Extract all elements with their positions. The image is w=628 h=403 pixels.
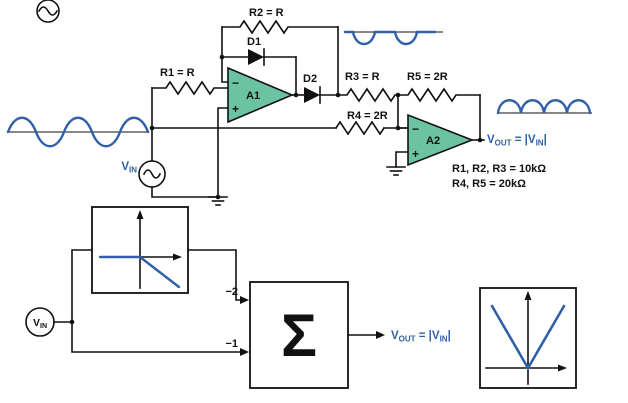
absolute-value-transfer-graph xyxy=(479,287,577,389)
notes-line1: R1, R2, R3 = 10kΩ xyxy=(452,163,546,175)
ac-source-top-icon xyxy=(36,0,60,23)
vin-block-source: VIN xyxy=(25,307,55,337)
opamp-a2: − + A2 xyxy=(407,113,475,167)
summing-block: Σ xyxy=(249,281,349,389)
sigma-symbol: Σ xyxy=(281,302,317,369)
a2-plus-sign: + xyxy=(412,147,419,161)
resistor-r1: R1 = R xyxy=(151,67,229,96)
schematic-wires xyxy=(151,26,485,198)
a1-plus-sign: + xyxy=(232,102,239,116)
resistor-r3-label: R3 = R xyxy=(345,71,380,83)
diode-d1: D1 xyxy=(247,36,265,66)
ground-icon xyxy=(386,166,406,176)
opamp-a2-label: A2 xyxy=(426,135,440,147)
gain-bottom-label: −1 xyxy=(225,338,238,350)
opamp-a1-label: A1 xyxy=(246,90,260,102)
resistor-r2-label: R2 = R xyxy=(249,7,284,19)
resistor-r3: R3 = R xyxy=(337,71,399,103)
junction-dots xyxy=(149,54,483,200)
vout-block-label: VOUT = |VIN| xyxy=(391,330,451,344)
resistor-r4: R4 = 2R xyxy=(334,110,388,136)
a1-minus-sign: − xyxy=(232,76,239,90)
vin-label: VIN xyxy=(121,161,137,175)
resistor-r5-label: R5 = 2R xyxy=(407,71,448,83)
input-sine-waveform xyxy=(6,116,150,148)
vout-label: VOUT = |VIN| xyxy=(487,134,547,148)
fullwave-waveform xyxy=(496,99,592,115)
gain-top-label: −2 xyxy=(225,286,238,298)
resistor-r5: R5 = 2R xyxy=(397,71,481,103)
vin-block-label: VIN xyxy=(33,317,47,330)
vin-source: VIN xyxy=(121,160,166,188)
notes-line2: R4, R5 = 20kΩ xyxy=(452,178,526,190)
opamp-a1: − + A1 xyxy=(227,66,295,124)
diode-d2: D2 xyxy=(303,73,321,104)
halfwave-transfer-graph xyxy=(91,206,189,294)
resistor-r4-label: R4 = 2R xyxy=(347,110,388,122)
diode-d2-label: D2 xyxy=(303,73,317,85)
resistor-r1-label: R1 = R xyxy=(160,67,195,79)
block-wires xyxy=(53,249,249,356)
halfwave-waveform xyxy=(343,30,443,46)
resistor-r2: R2 = R xyxy=(221,7,339,35)
diode-d1-label: D1 xyxy=(247,36,261,48)
block-output: VOUT = |VIN| xyxy=(347,330,451,344)
a2-minus-sign: − xyxy=(412,122,419,136)
